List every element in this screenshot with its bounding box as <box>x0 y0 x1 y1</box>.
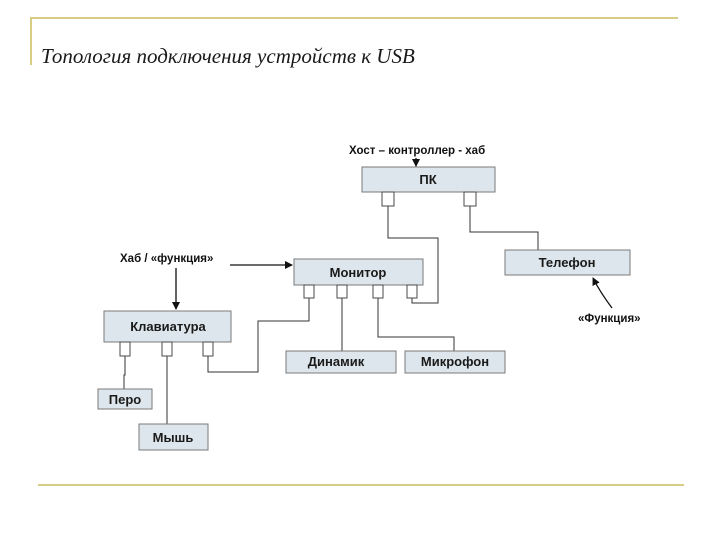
keyboard-port-1 <box>119 341 131 357</box>
monitor-port-2 <box>336 284 348 299</box>
speaker-label: Динамик <box>308 354 365 369</box>
connections <box>123 206 539 424</box>
host-annotation: Хост – контроллер - хаб <box>349 145 485 157</box>
device-keyboard: Клавиатура <box>103 310 232 357</box>
wire-pc-phone <box>469 206 539 250</box>
wire-pc-monitor <box>387 206 439 304</box>
pen-label: Перо <box>109 392 142 407</box>
function-annotation: «Функция» <box>578 313 641 325</box>
wire-monitor-microphone <box>377 298 455 351</box>
hub-annotation: Хаб / «функция» <box>120 253 213 265</box>
frame-left-line <box>30 17 32 65</box>
phone-label: Телефон <box>539 255 596 270</box>
microphone-label: Микрофон <box>421 354 489 369</box>
device-microphone: Микрофон <box>404 350 506 374</box>
mouse-label: Мышь <box>153 430 194 445</box>
pc-port-2 <box>463 191 477 207</box>
device-pc: ПК <box>361 166 496 207</box>
monitor-label: Монитор <box>330 265 387 280</box>
device-speaker: Динамик <box>285 350 397 374</box>
frame-bottom-line <box>38 484 684 486</box>
pc-label: ПК <box>419 172 436 187</box>
function-arrow <box>592 277 613 309</box>
keyboard-port-3 <box>202 341 214 357</box>
device-phone: Телефон <box>504 249 631 276</box>
keyboard-port-2 <box>161 341 173 357</box>
pc-port-1 <box>381 191 395 207</box>
wire-monitor-keyboard <box>207 298 310 373</box>
wire-keyboard-pen <box>123 356 126 389</box>
slide-title: Топология подключения устройств к USB <box>41 44 415 68</box>
device-monitor: Монитор <box>293 258 424 299</box>
keyboard-label: Клавиатура <box>130 319 206 334</box>
device-mouse: Мышь <box>138 423 209 451</box>
monitor-port-1 <box>303 284 315 299</box>
monitor-port-4 <box>406 284 418 299</box>
device-pen: Перо <box>97 388 153 410</box>
monitor-port-3 <box>372 284 384 299</box>
frame-top-line <box>30 17 678 19</box>
